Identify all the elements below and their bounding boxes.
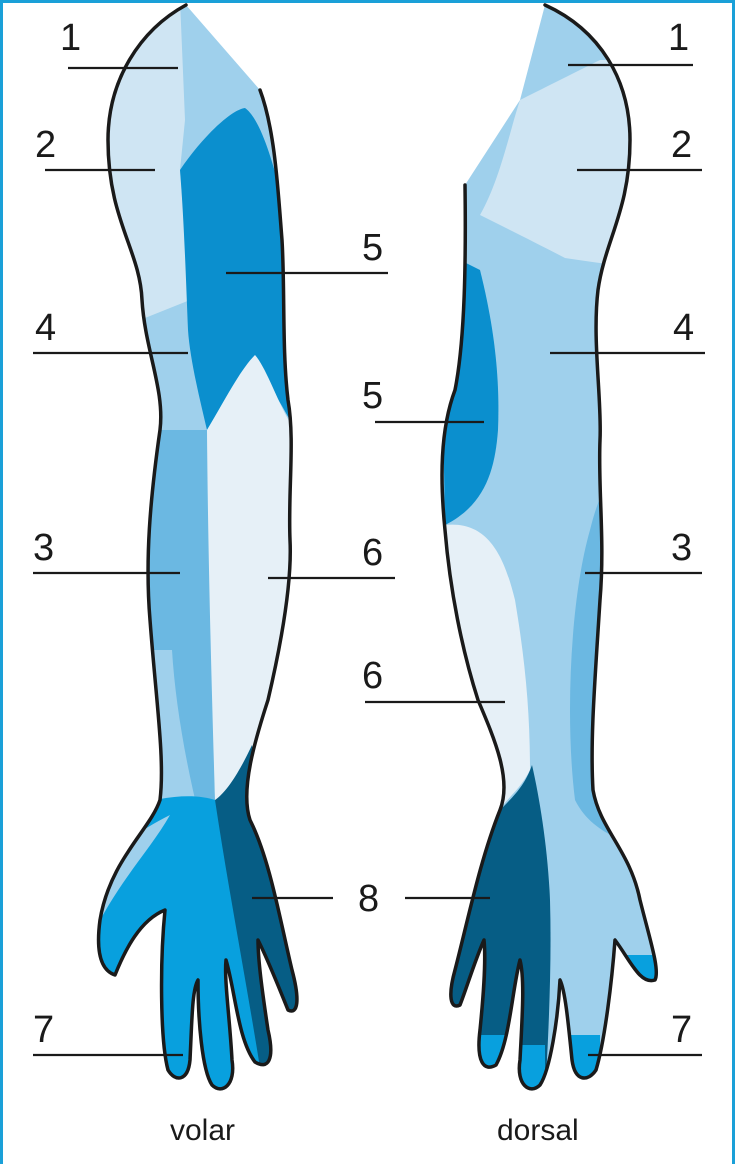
volar-arm [80, 0, 310, 1100]
dorsal-label-4: 4 [673, 307, 694, 349]
center-label-8: 8 [358, 878, 379, 920]
volar-label-1: 1 [60, 17, 81, 59]
dorsal-caption: dorsal [497, 1114, 579, 1147]
volar-label-4: 4 [35, 307, 56, 349]
dorsal-zone-7-ring [560, 1035, 600, 1100]
volar-label-2: 2 [35, 124, 56, 166]
volar-label-5: 5 [362, 227, 383, 269]
dorsal-label-1: 1 [668, 17, 689, 59]
volar-zone-3 [100, 430, 215, 820]
dorsal-arm [430, 0, 670, 1100]
volar-label-3: 3 [33, 527, 54, 569]
volar-caption: volar [170, 1114, 235, 1147]
volar-label-7: 7 [33, 1009, 54, 1051]
dorsal-label-3: 3 [671, 527, 692, 569]
dorsal-label-5: 5 [362, 375, 383, 417]
dorsal-label-7: 7 [671, 1009, 692, 1051]
dorsal-label-6: 6 [362, 655, 383, 697]
dorsal-label-2: 2 [671, 124, 692, 166]
volar-label-6: 6 [362, 532, 383, 574]
